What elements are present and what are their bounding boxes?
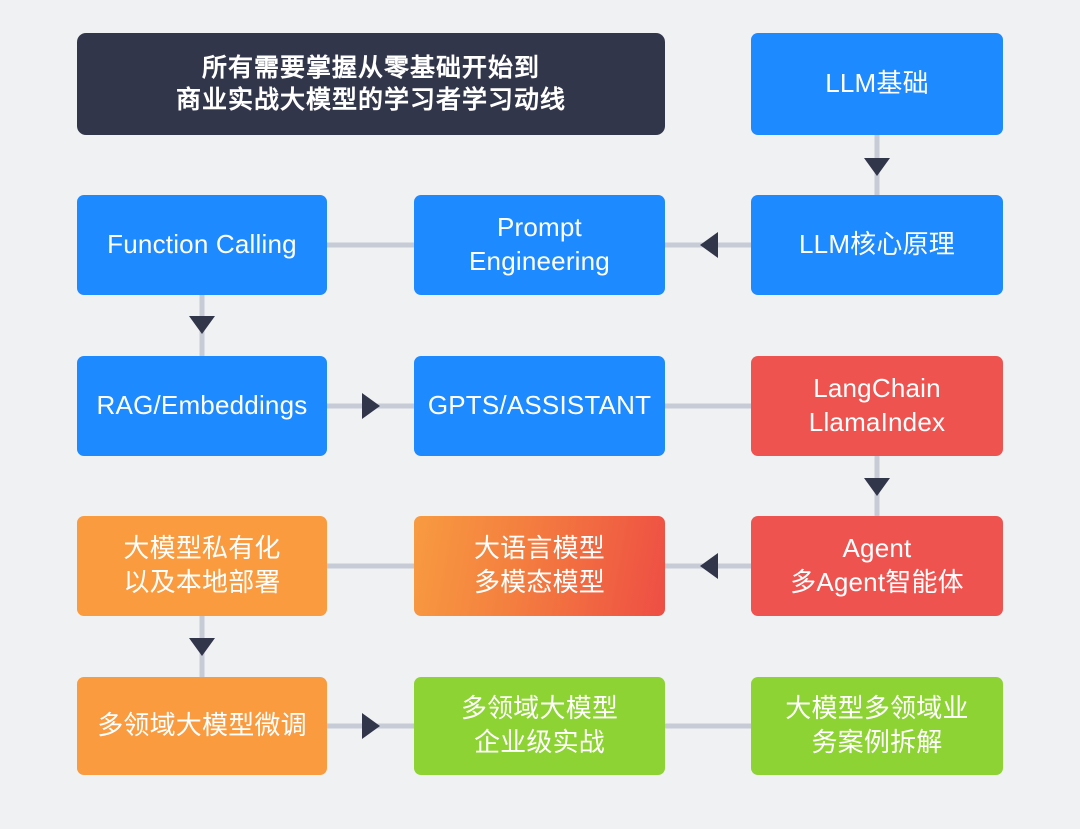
node-rag-embeddings[interactable]: RAG/Embeddings xyxy=(77,356,327,456)
arrowhead-down-llm-core xyxy=(864,158,890,176)
node-business-cases[interactable]: 大模型多领域业 务案例拆解 xyxy=(751,677,1003,775)
node-private-deployment[interactable]: 大模型私有化 以及本地部署 xyxy=(77,516,327,616)
node-gpts-assistant[interactable]: GPTS/ASSISTANT xyxy=(414,356,665,456)
node-agent[interactable]: Agent 多Agent智能体 xyxy=(751,516,1003,616)
node-prompt-engineering[interactable]: Prompt Engineering xyxy=(414,195,665,295)
node-multi-domain-finetune[interactable]: 多领域大模型微调 xyxy=(77,677,327,775)
diagram-title: 所有需要掌握从零基础开始到 商业实战大模型的学习者学习动线 xyxy=(77,33,665,135)
arrowhead-left-prompt xyxy=(700,232,718,258)
node-function-calling[interactable]: Function Calling xyxy=(77,195,327,295)
node-llm-base[interactable]: LLM基础 xyxy=(751,33,1003,135)
arrowhead-right-enterprise xyxy=(362,713,380,739)
arrowhead-down-agent xyxy=(864,478,890,496)
node-langchain-llamaindex[interactable]: LangChain LlamaIndex xyxy=(751,356,1003,456)
arrowhead-down-rag xyxy=(189,316,215,334)
node-enterprise-practice[interactable]: 多领域大模型 企业级实战 xyxy=(414,677,665,775)
arrowhead-down-finetune xyxy=(189,638,215,656)
node-llm-multimodal[interactable]: 大语言模型 多模态模型 xyxy=(414,516,665,616)
arrowhead-left-multimodal xyxy=(700,553,718,579)
arrowhead-right-gpts xyxy=(362,393,380,419)
node-llm-core[interactable]: LLM核心原理 xyxy=(751,195,1003,295)
